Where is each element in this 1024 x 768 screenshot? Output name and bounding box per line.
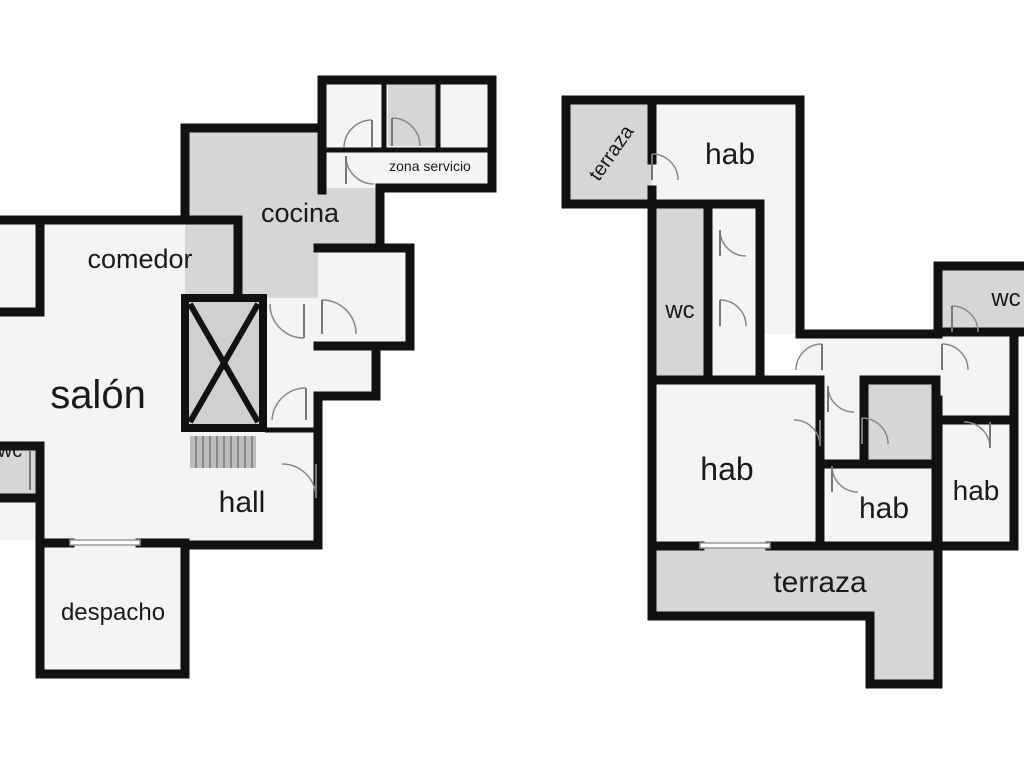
label-hab-small-right: hab xyxy=(953,475,1000,506)
hab-small-right-floor xyxy=(938,332,1014,546)
label-cocina: cocina xyxy=(261,198,340,228)
label-salon: salón xyxy=(50,373,146,417)
doors-right xyxy=(651,153,991,493)
wc-mid-annex-floor xyxy=(708,204,760,380)
right-floor: terraza hab wc wc hab hab hab terraza xyxy=(561,95,1024,689)
wall-wc-block xyxy=(647,199,765,385)
label-wc-mid: wc xyxy=(664,297,694,324)
hab-big-floor xyxy=(652,380,820,546)
label-comedor: comedor xyxy=(87,244,192,274)
wall-wc-left xyxy=(0,441,45,503)
hab-small-center-floor xyxy=(826,464,938,546)
wall-upper-outer xyxy=(561,95,943,339)
terraza-bottom-ext-floor xyxy=(870,546,938,684)
window-terraza-bottom xyxy=(699,542,771,549)
wall-wc-right xyxy=(933,261,1024,339)
wall-cocina-left xyxy=(180,123,327,225)
pantry-floor xyxy=(318,248,410,346)
corridor-top-floor xyxy=(760,200,800,334)
label-hall: hall xyxy=(219,486,266,519)
elevator-cross-b xyxy=(187,302,261,424)
wc-mid-floor xyxy=(652,204,708,380)
wall-hall-right xyxy=(180,391,323,550)
label-hab-big: hab xyxy=(700,451,753,487)
service-storage-floor xyxy=(388,84,436,146)
window-despacho xyxy=(69,539,141,546)
hab-top-floor xyxy=(652,100,800,204)
label-hab-small-center: hab xyxy=(859,492,909,525)
stairs xyxy=(190,436,256,468)
wall-small-room xyxy=(0,221,45,317)
wall-closet xyxy=(313,341,381,401)
small-room-left-floor xyxy=(0,226,42,312)
corridor-lower-floor xyxy=(820,380,864,466)
despacho-floor xyxy=(40,542,185,674)
wall-comedor-top xyxy=(0,215,243,303)
wall-despacho xyxy=(35,493,190,679)
closet-floor xyxy=(318,346,376,396)
left-floor: comedor salón cocina zona servicio wc ha… xyxy=(0,75,497,679)
terraza-top-floor xyxy=(566,100,652,204)
label-terraza-bottom: terraza xyxy=(773,566,867,599)
label-wc-right: wc xyxy=(990,285,1020,312)
wall-service-outer xyxy=(317,75,497,253)
label-wc-left: wc xyxy=(0,440,22,462)
doors-left xyxy=(29,117,421,499)
label-zona-servicio: zona servicio xyxy=(389,158,471,174)
label-hab-top: hab xyxy=(705,138,755,171)
label-despacho: despacho xyxy=(61,599,165,626)
wc-left-floor xyxy=(0,446,42,496)
